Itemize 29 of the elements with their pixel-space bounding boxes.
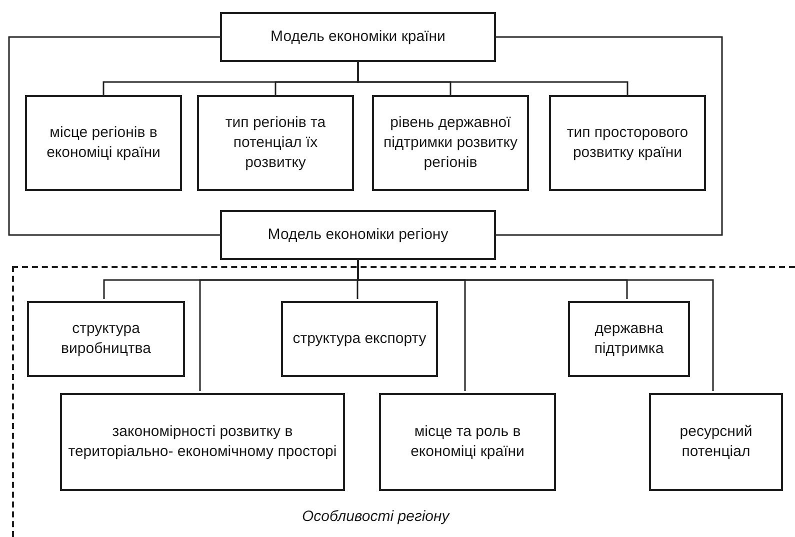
process-box [197, 95, 354, 191]
box-label: рівень державної підтримки розвитку регіонів [382, 112, 519, 174]
box-label: структура виробництва [60, 318, 152, 359]
process-box [379, 393, 556, 491]
box-label: структура експорту [292, 328, 426, 349]
process-box [281, 301, 438, 377]
box-label: тип просторового розвитку країни [566, 122, 690, 163]
process-box [60, 393, 345, 491]
box-label: тип регіонів та потенціал їх розвитку [224, 112, 327, 174]
box-label: ресурсний потенціал [678, 422, 754, 462]
process-box [220, 210, 496, 260]
connector-line [496, 36, 723, 236]
process-box [25, 95, 182, 191]
box-label: закономірності розвитку в територіально- економічному просторі [67, 422, 338, 462]
box-label: державна підтримка [593, 318, 665, 359]
process-box [27, 301, 185, 377]
process-box [372, 95, 529, 191]
box-label: Модель економіки країни [270, 26, 446, 47]
region-caption: Особливості регіону [302, 508, 450, 525]
process-box [649, 393, 783, 491]
connector-line [357, 62, 628, 95]
process-box [220, 12, 496, 62]
dashed-region [12, 266, 795, 537]
process-box [568, 301, 690, 377]
box-label: місце регіонів в економіці країни [46, 122, 162, 163]
box-label: Модель економіки регіону [268, 224, 448, 245]
connector-line [8, 36, 220, 236]
process-box [549, 95, 706, 191]
box-label: місце та роль в економіці країни [410, 422, 526, 462]
